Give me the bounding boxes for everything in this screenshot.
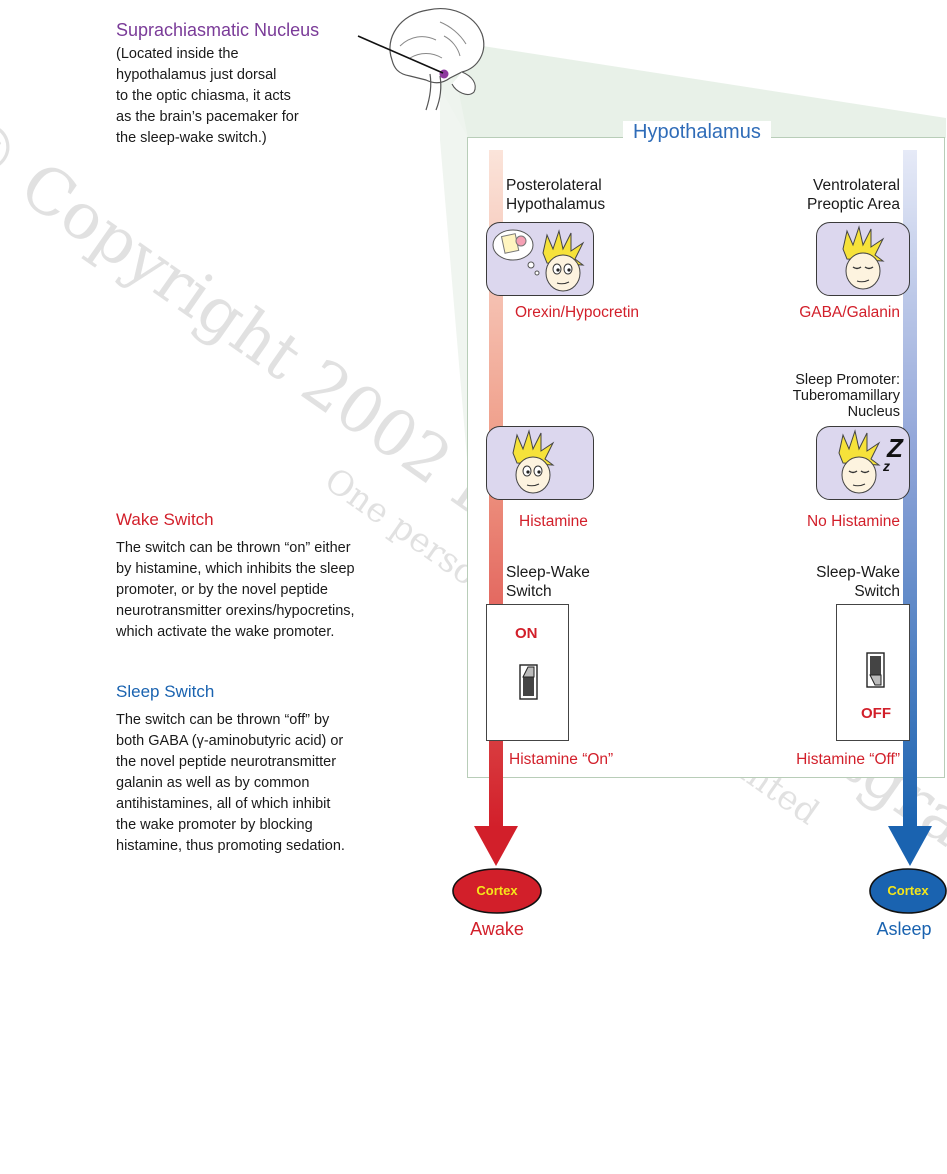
switch-state-on: ON <box>515 625 538 642</box>
left-switch-label: Sleep-Wake Switch <box>506 564 590 600</box>
scn-leader-line <box>357 35 444 74</box>
projection-cone <box>440 44 946 470</box>
histamine-on-label: Histamine “On” <box>509 751 614 768</box>
orexin-label: Orexin/Hypocretin <box>515 304 640 321</box>
awake-face-icon <box>492 229 585 292</box>
no-histamine-label: No Histamine <box>806 513 900 530</box>
awake-cortex-label: Cortex <box>476 883 518 898</box>
ventrolateral-label: Ventrolateral Preoptic Area <box>806 177 900 213</box>
histamine-off-label: Histamine “Off” <box>796 751 900 768</box>
awake-cortex-oval <box>452 868 542 914</box>
wake-switch-title: Wake Switch <box>116 510 214 529</box>
asleep-label: Asleep <box>876 919 932 939</box>
sleepy-face-icon <box>842 225 885 290</box>
gaba-label: GABA/Galanin <box>799 304 900 321</box>
sleep-switch-description: The switch can be thrown “off” by both G… <box>116 712 345 854</box>
sleep-promoter-label: Sleep Promoter: Tuberomamillary Nucleus <box>792 372 900 420</box>
switch-state-off: OFF <box>861 705 891 722</box>
sleeping-face-icon: Z z <box>838 429 904 494</box>
histamine-neuron-box <box>486 426 594 500</box>
wake-switch-description: The switch can be thrown “on” either by … <box>116 540 355 640</box>
gaba-neuron-box <box>816 222 910 296</box>
asleep-cortex-oval <box>869 868 947 914</box>
switch-on-plate: ON <box>486 604 569 741</box>
awake-face-icon-2 <box>512 429 555 494</box>
right-switch-label: Sleep-Wake Switch <box>816 564 900 600</box>
scn-title: Suprachiasmatic Nucleus <box>116 20 320 40</box>
svg-text:z: z <box>882 458 890 474</box>
toggle-down-icon <box>866 652 885 688</box>
posterolateral-label: Posterolateral Hypothalamus <box>506 177 606 213</box>
histamine-label: Histamine <box>519 513 588 530</box>
orexin-neuron-box <box>486 222 594 296</box>
no-histamine-neuron-box: Z z <box>816 426 910 500</box>
toggle-up-icon <box>519 664 538 700</box>
svg-text:Z: Z <box>886 433 904 463</box>
sleep-switch-title: Sleep Switch <box>116 682 215 701</box>
switch-off-plate: OFF <box>836 604 910 741</box>
hypothalamus-title: Hypothalamus <box>623 121 771 144</box>
brain-icon <box>389 8 485 111</box>
asleep-cortex-label: Cortex <box>887 883 929 898</box>
scn-description: (Located inside the hypothalamus just do… <box>116 46 299 146</box>
awake-label: Awake <box>470 919 524 939</box>
